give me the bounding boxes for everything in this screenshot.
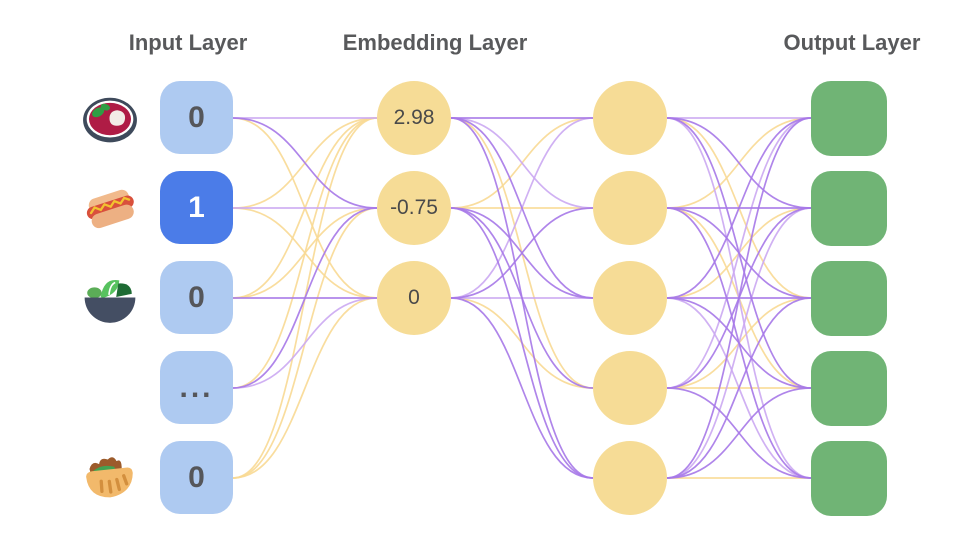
edge-line — [232, 207, 378, 389]
input-node-3-ellipsis: ... — [160, 351, 233, 424]
embedding-node-0: 2.98 — [377, 81, 451, 155]
input-node-0: 0 — [160, 81, 233, 154]
borscht-soup-icon — [83, 97, 137, 143]
edge-line — [450, 117, 594, 299]
input-node-1-value: 1 — [188, 190, 205, 224]
embedding-node-2: 0 — [377, 261, 451, 335]
output-node-0 — [811, 81, 887, 156]
input-node-2: 0 — [160, 261, 233, 334]
input-node-3-value: ... — [179, 370, 214, 404]
edge-line — [666, 117, 812, 299]
embedding-layer-header: Embedding Layer — [342, 30, 528, 55]
edge-line — [450, 207, 594, 299]
edge-line — [666, 207, 812, 299]
hidden-node-4 — [593, 441, 667, 515]
output-node-3 — [811, 351, 887, 426]
embedding-node-1-value: -0.75 — [390, 196, 438, 219]
edge-line — [666, 387, 812, 479]
hidden-node-1 — [593, 171, 667, 245]
output-node-1 — [811, 171, 887, 246]
stuffed-flatbread-icon — [86, 457, 133, 498]
edge-line — [232, 117, 378, 209]
edge-line — [232, 297, 378, 389]
input-layer-header: Input Layer — [128, 30, 248, 55]
hidden-node-0 — [593, 81, 667, 155]
hidden-node-3 — [593, 351, 667, 425]
edge-line — [450, 207, 594, 479]
edge-line — [450, 297, 594, 479]
embedding-node-1: -0.75 — [377, 171, 451, 245]
input-node-0-value: 0 — [188, 100, 205, 134]
green-salad-icon — [84, 279, 136, 323]
edge-line — [666, 117, 812, 479]
edge-line — [450, 207, 594, 389]
output-node-2 — [811, 261, 887, 336]
edge-line — [450, 117, 594, 209]
edge-line — [232, 297, 378, 479]
input-node-2-value: 0 — [188, 280, 205, 314]
embedding-node-0-value: 2.98 — [393, 106, 435, 129]
embedding-node-2-value: 0 — [408, 286, 420, 309]
edge-line — [232, 117, 378, 389]
output-layer-header: Output Layer — [783, 30, 921, 55]
input-node-4-value: 0 — [188, 460, 205, 494]
hot-dog-icon — [86, 189, 134, 229]
edge-line — [666, 117, 812, 209]
hidden-node-2 — [593, 261, 667, 335]
edge-line — [666, 297, 812, 479]
input-node-4: 0 — [160, 441, 233, 514]
input-node-1: 1 — [160, 171, 233, 244]
output-node-4 — [811, 441, 887, 516]
edge-line — [666, 297, 812, 389]
